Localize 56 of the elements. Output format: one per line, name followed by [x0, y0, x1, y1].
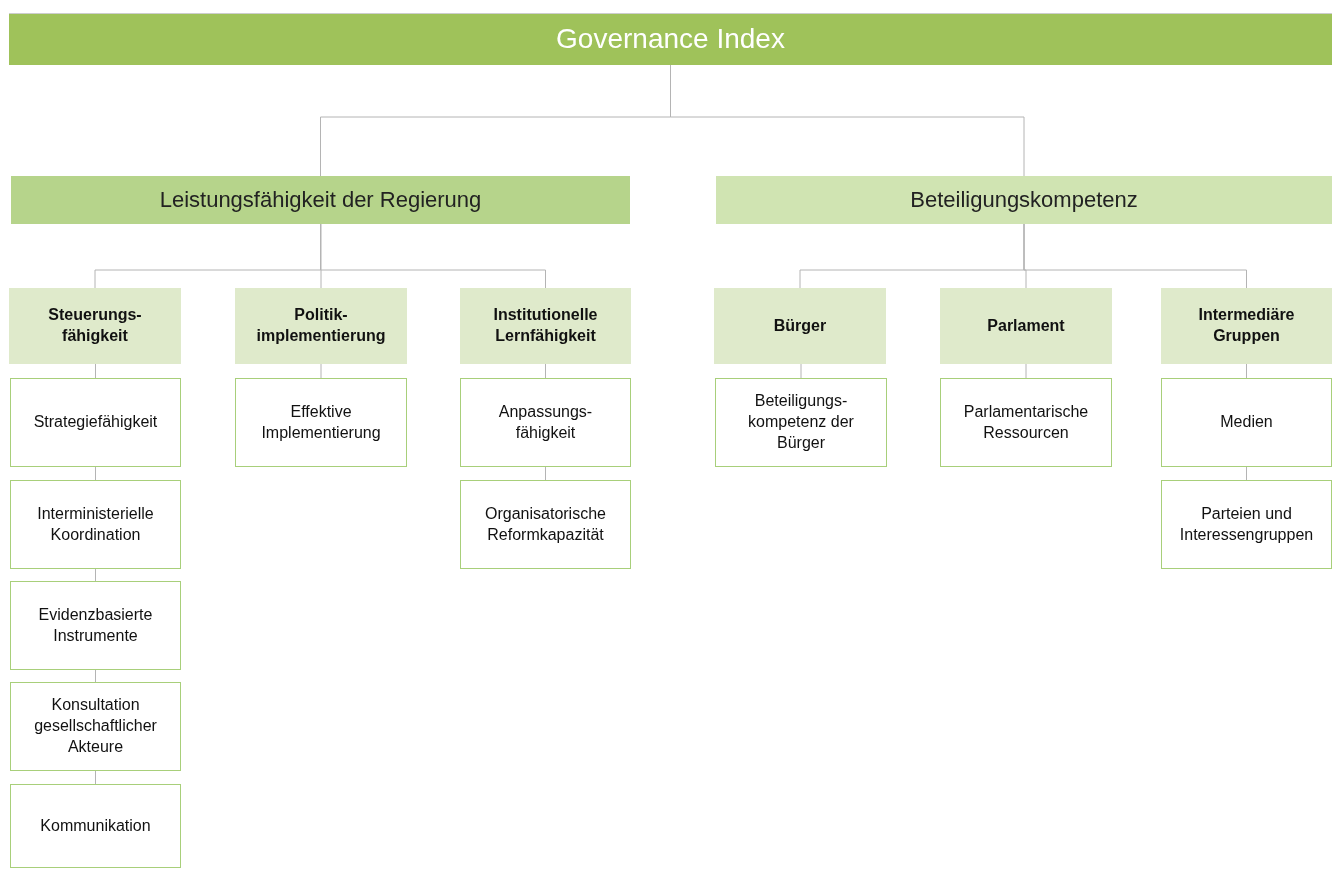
criterion-box: [940, 378, 1112, 467]
dimension-box: [1161, 288, 1332, 364]
connector-line: [545, 363, 546, 379]
node-label: Strategiefähigkeit: [33, 412, 158, 433]
criterion-box: [460, 378, 631, 467]
category-bar: [11, 176, 630, 224]
connector-line: [95, 363, 96, 379]
node-label: Medien: [1220, 412, 1273, 433]
node-label: Institutionelle Lernfähigkeit: [492, 305, 599, 346]
connector-line: [95, 568, 96, 582]
connector-line: [95, 466, 96, 481]
node-label: Parlamentarische Ressourcen: [962, 401, 1090, 443]
connector-line: [95, 770, 96, 785]
connector-line: [1246, 363, 1247, 379]
connector-line: [1246, 466, 1247, 481]
dimension-box: [460, 288, 631, 364]
node-label: Kommunikation: [40, 815, 151, 836]
criterion-box: [460, 480, 631, 569]
node-label: Evidenzbasierte Instrumente: [37, 604, 154, 646]
dimension-box: [9, 288, 181, 364]
connector-line: [800, 363, 802, 379]
node-label: Intermediäre Gruppen: [1197, 305, 1296, 346]
criterion-box: [10, 581, 181, 670]
criterion-box: [10, 682, 181, 771]
node-label: Anpassungs- fähigkeit: [497, 401, 594, 443]
connector-line: [1023, 223, 1247, 289]
node-label: Konsultation gesellschaftlicher Akteure: [33, 695, 158, 757]
node-label: Politik- implementierung: [255, 305, 387, 346]
category-bar: [716, 176, 1332, 224]
node-label: Parlament: [987, 315, 1065, 336]
node-label: Parteien und Interessengruppen: [1178, 503, 1315, 545]
node-label: Interministerielle Koordination: [36, 503, 155, 545]
dimension-box: [235, 288, 407, 364]
node-label: Steuerungs- fähigkeit: [47, 305, 143, 346]
node-label: Governance Index: [556, 22, 785, 57]
node-label: Organisatorische Reformkapazität: [484, 503, 607, 545]
dimension-box: [714, 288, 886, 364]
criterion-box: [10, 378, 181, 467]
criterion-box: [235, 378, 407, 467]
criterion-box: [1161, 378, 1332, 467]
criterion-box: [10, 784, 181, 868]
node-label: Beteiligungs- kompetenz der Bürger: [747, 391, 855, 453]
connector-line: [95, 669, 96, 683]
connector-line: [320, 363, 322, 379]
connector-line: [545, 466, 546, 481]
title-bar: [9, 14, 1332, 65]
criterion-box: [10, 480, 181, 569]
dimension-box: [940, 288, 1112, 364]
node-label: Leistungsfähigkeit der Regierung: [159, 185, 482, 214]
node-label: Beteiligungskompetenz: [910, 185, 1138, 214]
criterion-box: [715, 378, 887, 467]
node-label: Effektive Implementierung: [260, 401, 382, 443]
criterion-box: [1161, 480, 1332, 569]
connector-line: [1025, 363, 1027, 379]
node-label: Bürger: [773, 315, 827, 336]
connector-line: [320, 223, 322, 289]
